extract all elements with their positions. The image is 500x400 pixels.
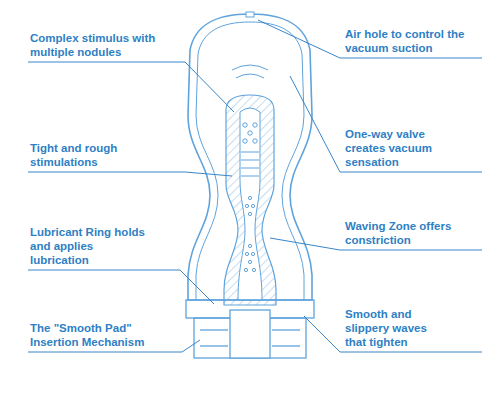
callout-label: Smooth and slippery waves that tighten	[345, 307, 445, 349]
leader-lines	[28, 20, 482, 352]
nodules	[241, 123, 259, 272]
callout-label: Air hole to control the vacuum suction	[345, 27, 475, 55]
callout-label: One-way valve creates vacuum sensation	[345, 127, 450, 169]
inner-sleeve	[224, 95, 276, 305]
outer-casing	[188, 14, 312, 300]
base-cap	[186, 300, 314, 358]
callout-label: Tight and rough stimulations	[30, 141, 140, 169]
air-hole	[246, 12, 254, 17]
callout-label: Complex stimulus with multiple nodules	[30, 31, 175, 59]
sleeve-channel	[238, 108, 262, 300]
one-way-valve	[232, 65, 268, 78]
callout-label: The "Smooth Pad" Insertion Mechanism	[30, 321, 170, 349]
callout-label: Lubricant Ring holds and applies lubrica…	[30, 225, 145, 267]
callout-label: Waving Zone offers constriction	[345, 219, 470, 247]
inner-casing	[196, 22, 304, 300]
